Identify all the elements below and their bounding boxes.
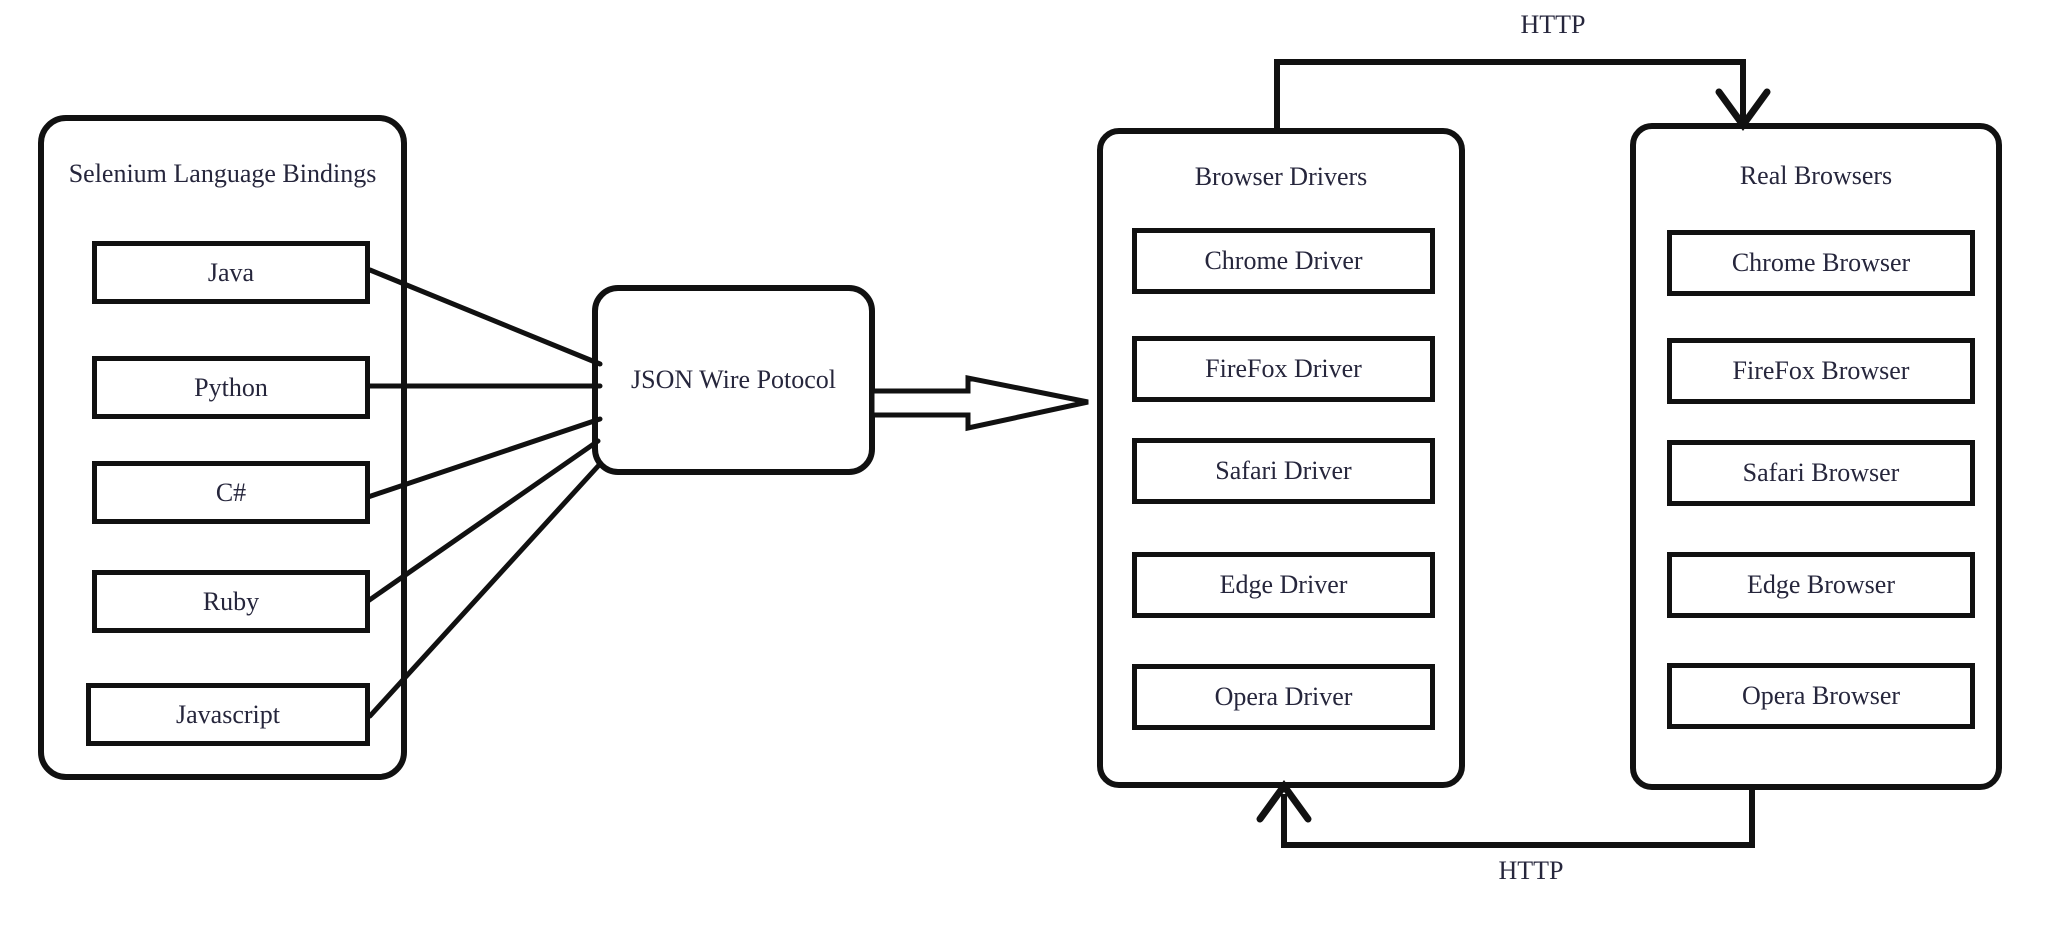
selenium-language-bindings-title: Selenium Language Bindings [68,159,377,188]
browser-drivers-group: Browser Drivers Chrome Driver FireFox Dr… [1097,128,1465,788]
browser-drivers-title: Browser Drivers [1194,162,1368,191]
language-item-java: Java [92,241,370,304]
real-browsers-group: Real Browsers Chrome Browser FireFox Bro… [1630,123,2002,790]
arrowhead-up-icon [1256,780,1312,823]
block-arrow-json-to-drivers [869,374,1089,432]
http-top-path [1274,59,1746,130]
http-label-bottom: HTTP [1498,856,1564,885]
http-bottom-path [1281,788,1755,848]
driver-item-safari: Safari Driver [1132,438,1435,504]
language-item-javascript: Javascript [86,683,370,746]
driver-item-edge: Edge Driver [1132,552,1435,618]
language-item-ruby: Ruby [92,570,370,633]
arrowhead-down-icon [1715,88,1771,131]
driver-item-opera: Opera Driver [1132,664,1435,730]
browser-item-firefox: FireFox Browser [1667,338,1975,404]
json-wire-protocol-box: JSON Wire Potocol [592,285,875,475]
driver-item-firefox: FireFox Driver [1132,336,1435,402]
browser-item-edge: Edge Browser [1667,552,1975,618]
driver-item-chrome: Chrome Driver [1132,228,1435,294]
browser-item-opera: Opera Browser [1667,663,1975,729]
language-item-csharp: C# [92,461,370,524]
selenium-language-bindings-group: Selenium Language Bindings Java Python C… [38,115,407,780]
http-label-top: HTTP [1520,10,1586,39]
language-item-python: Python [92,356,370,419]
browser-item-chrome: Chrome Browser [1667,230,1975,296]
browser-item-safari: Safari Browser [1667,440,1975,506]
real-browsers-title: Real Browsers [1739,161,1893,190]
